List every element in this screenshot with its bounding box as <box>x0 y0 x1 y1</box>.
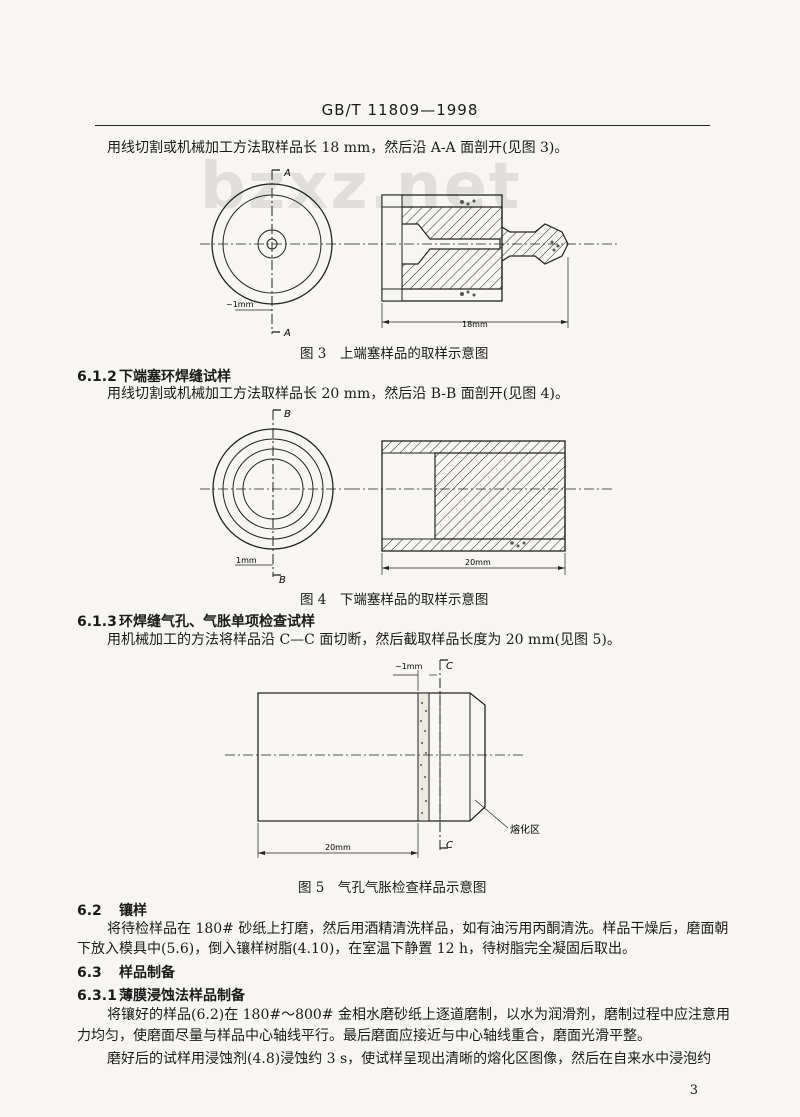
figure-3-drawing: ~1mm A A 18mm <box>200 168 620 339</box>
section-6-3-1-body-line-3: 磨好后的试样用浸蚀剂(4.8)浸蚀约 3 s，使试样呈现出清晰的熔化区图像，然后… <box>107 1051 712 1067</box>
figure-5-drawing: ~1mm C C 20mm 熔化区 <box>225 659 540 858</box>
figure-3-section-label-top: A <box>283 168 291 179</box>
figure-5-dim-top: ~1mm <box>395 662 423 671</box>
figure-4-section-label-bottom: B <box>279 575 286 585</box>
section-6-3-heading: 6.3 样品制备 <box>77 962 175 982</box>
section-6-1-3-number: 6.1.3 <box>77 614 117 630</box>
figure-4-dim-left: 1mm <box>236 556 257 565</box>
section-6-1-2-body: 用线切割或机械加工方法取样品长 20 mm，然后沿 B-B 面剖开(见图 4)。 <box>107 386 570 402</box>
figure-5-section-label-bottom: C <box>446 840 453 851</box>
section-6-2-body-line-2: 下放入模具中(5.6)，倒入镶样树脂(4.10)，在室温下静置 12 h，待树脂… <box>77 941 637 957</box>
figure-4-section-label-top: B <box>284 409 291 420</box>
section-6-1-2-number: 6.1.2 <box>77 369 117 385</box>
section-6-3-1-body-line-1: 将镶好的样品(6.2)在 180#～800# 金相水磨砂纸上逐道磨制，以水为润滑… <box>107 1007 730 1023</box>
figure-5-fusion-zone-label: 熔化区 <box>510 823 540 836</box>
figure-3-section-label-bottom: A <box>283 328 291 339</box>
figure-3-caption: 图 3 上端塞样品的取样示意图 <box>300 346 489 362</box>
page-number: 3 <box>689 1083 698 1098</box>
section-6-2-number: 6.2 <box>77 903 102 919</box>
section-6-3-number: 6.3 <box>77 965 102 981</box>
header-rule <box>95 125 710 126</box>
figure-5-section-label-top: C <box>446 661 453 672</box>
section-6-3-1-body-line-2: 力均匀，使磨面尽量与样品中心轴线平行。最后磨面应接近与中心轴线重合，磨面光滑平整… <box>77 1028 651 1044</box>
figure-4-dim-bottom: 20mm <box>465 558 491 567</box>
section-6-3-1-title: 薄膜浸蚀法样品制备 <box>119 988 245 1004</box>
figure-4-drawing: 1mm B B 20mm <box>200 409 615 585</box>
section-6-2-heading: 6.2 镶样 <box>77 900 147 920</box>
figure-3-dim-bottom: 18mm <box>462 320 488 329</box>
figure-5-dim-bottom: 20mm <box>325 843 351 852</box>
figure-5-caption: 图 5 气孔气胀检查样品示意图 <box>298 880 487 896</box>
section-6-3-1-number: 6.3.1 <box>77 988 117 1004</box>
section-6-3-title: 样品制备 <box>119 965 175 981</box>
section-6-1-3-title: 环焊缝气孔、气胀单项检查试样 <box>119 614 315 630</box>
section-6-1-2-title: 下端塞环焊缝试样 <box>119 369 231 385</box>
section-6-2-body-line-1: 将待检样品在 180# 砂纸上打磨，然后用酒精清洗样品，如有油污用丙酮清洗。样品… <box>107 921 729 937</box>
section-6-2-title: 镶样 <box>119 903 147 919</box>
intro-paragraph: 用线切割或机械加工方法取样品长 18 mm，然后沿 A-A 面剖开(见图 3)。 <box>107 140 569 156</box>
figure-4-caption: 图 4 下端塞样品的取样示意图 <box>300 592 489 608</box>
section-6-1-3-body: 用机械加工的方法将样品沿 C—C 面切断，然后截取样品长度为 20 mm(见图 … <box>107 632 621 648</box>
figure-3-dim-left: ~1mm <box>226 300 254 309</box>
standard-number: GB/T 11809—1998 <box>321 101 479 119</box>
